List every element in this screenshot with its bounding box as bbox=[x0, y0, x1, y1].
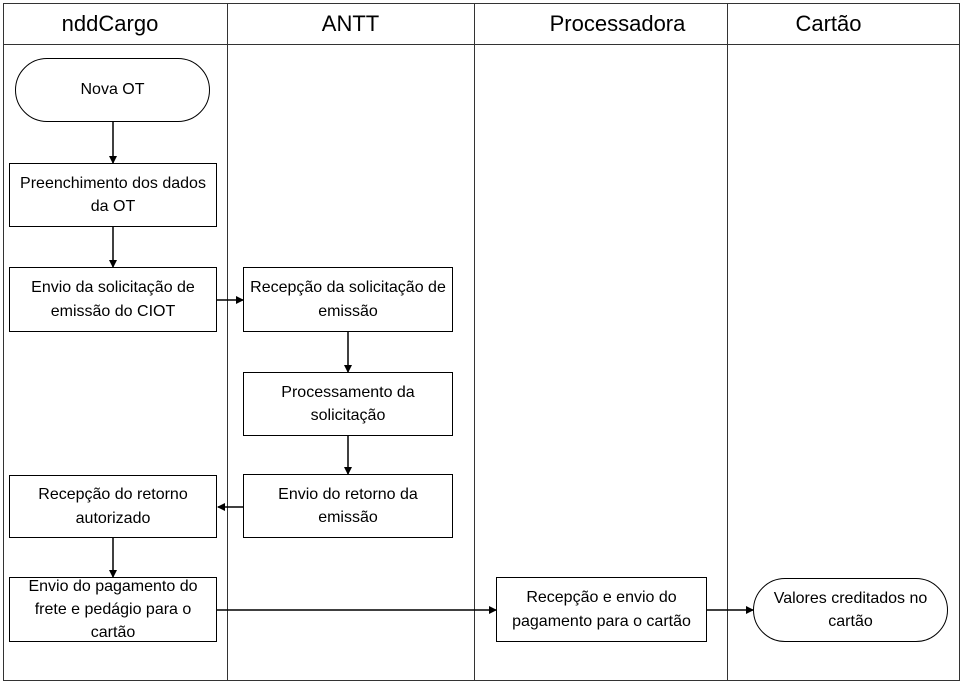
process-request-node: Processamento da solicitação bbox=[243, 372, 453, 436]
send-request-node: Envio da solicitação de emissão do CIOT bbox=[9, 267, 217, 332]
end-node: Valores creditados no cartão bbox=[753, 578, 948, 642]
lane-header-processadora: Processadora bbox=[549, 10, 686, 36]
send-payment-node: Envio do pagamento do frete e pedágio pa… bbox=[9, 577, 217, 642]
receive-return-node: Recepção do retorno autorizado bbox=[9, 475, 217, 538]
lane-divider-1 bbox=[227, 3, 228, 681]
lane-divider-2 bbox=[474, 3, 475, 681]
header-divider bbox=[3, 44, 960, 45]
lane-header-cartao: Cartão bbox=[795, 10, 862, 36]
lane-header-antt: ANTT bbox=[321, 10, 380, 36]
receive-forward-payment-node: Recepção e envio do pagamento para o car… bbox=[496, 577, 707, 642]
swimlane-frame bbox=[3, 3, 960, 681]
lane-header-nddcargo: nddCargo bbox=[61, 10, 159, 36]
start-node: Nova OT bbox=[15, 58, 210, 122]
send-return-node: Envio do retorno da emissão bbox=[243, 474, 453, 538]
fill-data-node: Preenchimento dos dados da OT bbox=[9, 163, 217, 227]
lane-divider-3 bbox=[727, 3, 728, 681]
receive-request-node: Recepção da solicitação de emissão bbox=[243, 267, 453, 332]
